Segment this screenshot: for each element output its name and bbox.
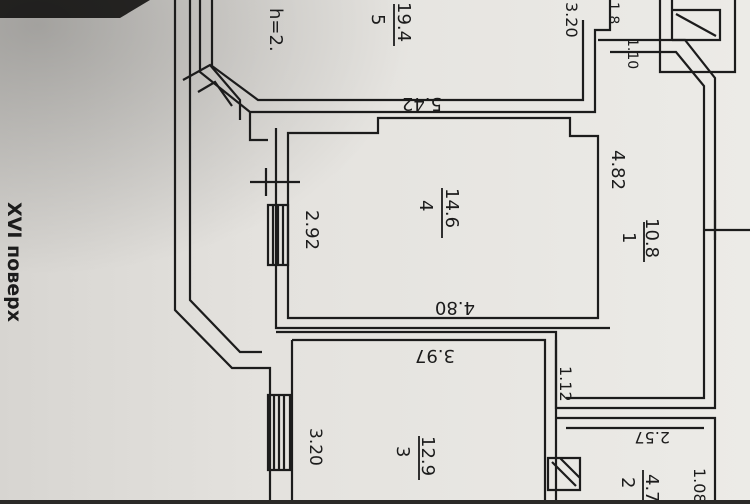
room5-width: 3.20 (562, 2, 581, 38)
corridor-wall (248, 112, 268, 142)
room4-width: 2.92 (301, 210, 322, 250)
room4-area: 14.6 (441, 188, 462, 228)
floor-label: XVI поверх (3, 202, 25, 322)
room1-area: 10.8 (641, 218, 662, 258)
outer-wall-inner (188, 0, 262, 354)
room1-length: 4.82 (607, 150, 628, 190)
room5-inner (210, 0, 585, 102)
room1-number: 1 (618, 232, 639, 243)
dim-1-10: 1.10 (624, 38, 640, 69)
room1-inner (566, 50, 706, 400)
room2-area: 4.7 (641, 474, 662, 500)
room2-length: 2.57 (634, 428, 670, 447)
room3-outer (276, 330, 558, 500)
shaft (670, 0, 722, 42)
room2-number: 2 (617, 477, 638, 488)
room4-number: 4 (415, 200, 436, 211)
window-room4 (266, 203, 290, 267)
room4-length: 4.80 (435, 297, 475, 318)
room2-width: 1.08 (690, 468, 709, 500)
dim-1-8: 1.8 (605, 2, 621, 24)
room5-height: h=2. (265, 8, 286, 52)
room4-walls (286, 116, 600, 320)
room1-nook: 1.12 (556, 366, 575, 402)
shaft-outer (658, 0, 737, 74)
room5-walls (198, 0, 612, 114)
labels: XVI поверх h=2. 5 19.4 5.42 3.20 1.8 1.1… (3, 2, 709, 504)
wall-lines (173, 0, 750, 500)
room2-vent (546, 456, 582, 492)
room3-number: 3 (392, 446, 413, 457)
window-room3 (266, 393, 292, 472)
room3-walls (292, 338, 547, 500)
room2-walls (556, 416, 717, 500)
outer-wall (173, 0, 272, 500)
room3-area: 12.9 (417, 436, 438, 476)
room3-length: 3.97 (415, 345, 455, 366)
room5-length: 5.42 (402, 93, 442, 114)
room4-outer (274, 128, 610, 330)
bay-window (182, 63, 242, 120)
room5-number: 5 (367, 14, 388, 25)
room3-width: 3.20 (305, 428, 325, 466)
room5-area: 19.4 (393, 2, 414, 42)
door-marker-room4 (250, 168, 300, 196)
room1-opening (704, 200, 750, 240)
